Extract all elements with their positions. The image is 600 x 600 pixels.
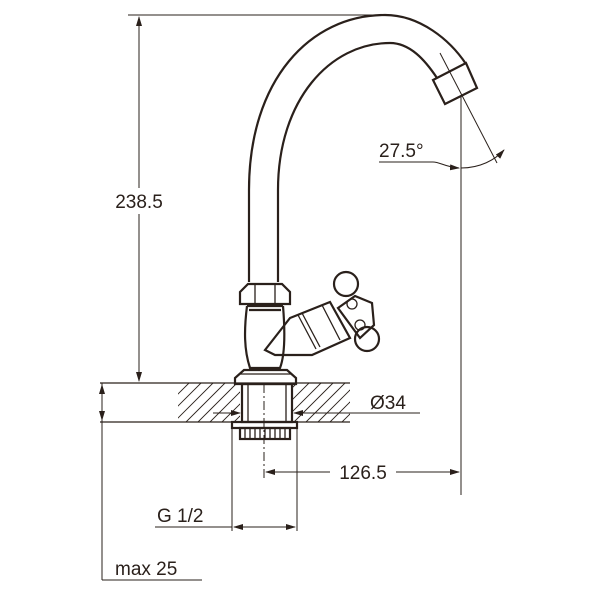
- angle-label: 27.5°: [379, 141, 424, 162]
- hatch-line: [178, 383, 214, 422]
- hatch-line: [317, 383, 350, 422]
- hatch-line: [305, 383, 346, 422]
- hatch-line: [197, 383, 238, 422]
- hatch-line: [245, 383, 286, 422]
- hatch-line: [269, 383, 310, 422]
- hatch-line: [281, 383, 322, 422]
- reach-label: 126.5: [339, 463, 387, 484]
- thread-label: G 1/2: [157, 506, 203, 527]
- thread-dimension: G 1/2: [155, 428, 298, 531]
- max-thickness-label: max 25: [115, 559, 177, 580]
- hatch-line: [329, 383, 350, 422]
- handle-knob-top: [332, 270, 360, 298]
- shank: [230, 382, 299, 478]
- hatch-line: [178, 383, 190, 422]
- hatch-line: [209, 383, 250, 422]
- faucet-body: [233, 282, 298, 386]
- diameter-label: Ø34: [370, 393, 406, 414]
- height-label: 238.5: [115, 192, 163, 213]
- counter-thickness-dimension: max 25: [99, 383, 202, 581]
- hatch-line: [233, 383, 274, 422]
- angle-dimension: 27.5°: [379, 52, 505, 495]
- hatch-line: [185, 383, 226, 422]
- reach-dimension: 126.5: [265, 463, 460, 484]
- diameter-dimension: Ø34: [213, 393, 420, 416]
- hatch-line: [293, 383, 334, 422]
- hatch-line: [341, 383, 350, 422]
- spout: [247, 13, 479, 282]
- handle-knob-bottom: [353, 325, 381, 353]
- valve-handle: [263, 270, 381, 357]
- aerator: [431, 61, 479, 106]
- height-dimension: 238.5: [105, 14, 385, 382]
- hatch-line: [178, 383, 202, 422]
